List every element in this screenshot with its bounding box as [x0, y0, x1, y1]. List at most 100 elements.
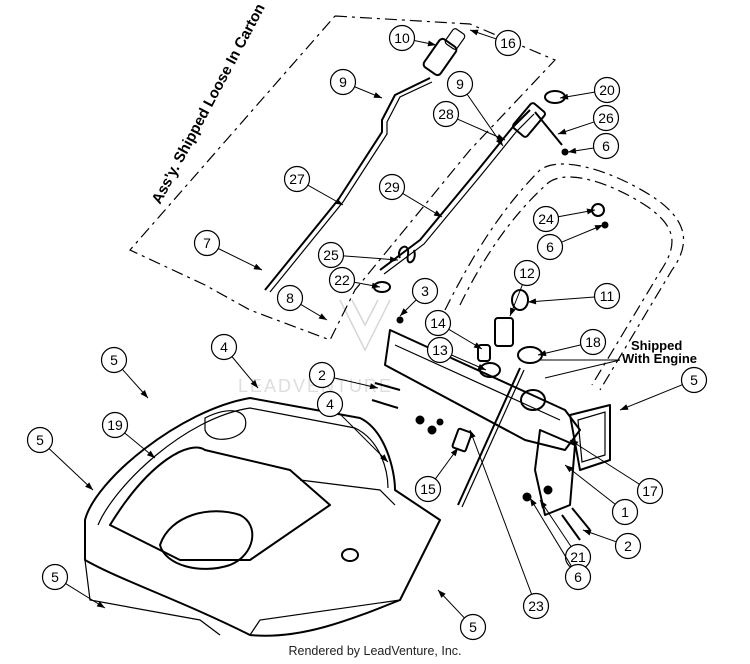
callout-12: 12	[509, 259, 541, 317]
control-bracket	[371, 289, 611, 541]
leader-arrowhead	[318, 313, 327, 320]
callout-circle	[100, 346, 128, 374]
leader-arrowhead	[538, 350, 547, 357]
callout-circle	[432, 100, 460, 128]
footer-credit: Rendered by LeadVenture, Inc.	[288, 644, 462, 658]
callout-label: 25	[323, 247, 339, 263]
callout-3: 3	[399, 277, 439, 317]
callout-label: 12	[519, 265, 535, 281]
leader-arrowhead	[477, 364, 486, 370]
callout-label: 17	[642, 483, 658, 499]
callout-circle	[592, 104, 620, 132]
leader-arrowhead	[371, 282, 380, 289]
leader-line	[529, 497, 572, 567]
callout-label: 29	[384, 179, 400, 195]
leader-line	[343, 255, 399, 261]
callout-8: 8	[276, 284, 328, 321]
callout-14: 14	[424, 309, 483, 350]
callout-2: 2	[308, 361, 379, 390]
callout-25: 25	[317, 241, 399, 269]
callout-10: 10	[388, 24, 437, 52]
callout-circle	[592, 132, 620, 160]
leader-arrowhead	[334, 198, 343, 205]
callout-label: 5	[110, 352, 118, 368]
callout-circle	[193, 229, 221, 257]
leader-line	[466, 93, 504, 147]
callout-circle	[308, 361, 336, 389]
leader-arrowhead	[528, 298, 537, 305]
callout-5: 5	[100, 346, 149, 399]
callout-label: 10	[394, 30, 410, 46]
callout-circle	[283, 165, 311, 193]
callout-circle	[536, 233, 564, 261]
loose-assembly-note: Ass'y. Shipped Loose In Carton	[149, 1, 269, 207]
callout-label: 6	[574, 569, 582, 585]
callout-circle	[328, 266, 356, 294]
watermark-logo: LEADVENTURE	[238, 299, 391, 396]
callout-circle	[532, 205, 560, 233]
callout-label: 5	[36, 432, 44, 448]
callout-24: 24	[532, 205, 596, 233]
leader-arrowhead	[253, 263, 262, 270]
callout-23: 23	[469, 429, 550, 620]
callout-label: 26	[598, 110, 614, 126]
callout-label: 6	[602, 138, 610, 154]
callout-circle	[614, 532, 642, 560]
leader-line	[539, 499, 572, 547]
leader-arrowhead	[146, 450, 155, 458]
leader-arrowhead	[380, 454, 388, 462]
callout-circle	[210, 333, 238, 361]
leader-arrowhead	[473, 342, 482, 349]
callout-29: 29	[378, 173, 443, 218]
callout-label: 3	[421, 283, 429, 299]
callout-label: 9	[456, 76, 464, 92]
callout-6: 6	[536, 224, 604, 261]
callout-circle	[593, 282, 621, 310]
callout-5: 5	[437, 589, 487, 641]
callout-19: 19	[101, 411, 156, 459]
leader-arrowhead	[568, 147, 577, 154]
callout-9: 9	[446, 70, 504, 147]
callout-5: 5	[26, 426, 94, 491]
callout-circle	[593, 76, 621, 104]
leader-arrowhead	[565, 465, 574, 473]
callout-circle	[680, 366, 708, 394]
upper-handle-parts	[264, 28, 685, 391]
callout-4: 4	[210, 333, 259, 389]
callout-4: 4	[316, 390, 389, 463]
callout-label: 20	[599, 82, 615, 98]
callout-6: 6	[529, 497, 592, 591]
callout-label: 9	[339, 74, 347, 90]
leader-arrowhead	[470, 430, 476, 439]
shipped-note-line1: Shipped	[631, 338, 682, 353]
leader-line	[527, 296, 595, 303]
leader-line	[457, 118, 506, 141]
leader-arrowhead	[540, 500, 547, 509]
callout-circle	[522, 592, 550, 620]
leader-arrowhead	[373, 92, 382, 98]
leader-arrowhead	[389, 256, 398, 263]
leader-line	[338, 412, 389, 463]
callout-circle	[459, 613, 487, 641]
callout-circle	[101, 411, 129, 439]
callout-label: 22	[334, 272, 350, 288]
leader-arrowhead	[369, 383, 378, 390]
callout-label: 21	[570, 549, 586, 565]
leader-line	[619, 384, 683, 411]
callout-18: 18	[537, 328, 607, 357]
callout-21: 21	[539, 499, 592, 571]
callout-label: 19	[107, 417, 123, 433]
leader-arrowhead	[510, 307, 516, 316]
leader-arrowhead	[433, 210, 442, 217]
callout-label: 28	[438, 106, 454, 122]
leader-arrowhead	[558, 128, 567, 135]
leader-arrowhead	[85, 482, 93, 490]
callout-label: 4	[220, 339, 228, 355]
callout-label: 2	[624, 538, 632, 554]
callout-circle	[426, 336, 454, 364]
callout-circle	[411, 277, 439, 305]
callout-26: 26	[557, 104, 620, 135]
leader-arrowhead	[438, 590, 446, 598]
leader-arrowhead	[586, 208, 595, 215]
leader-arrowhead	[470, 29, 479, 36]
